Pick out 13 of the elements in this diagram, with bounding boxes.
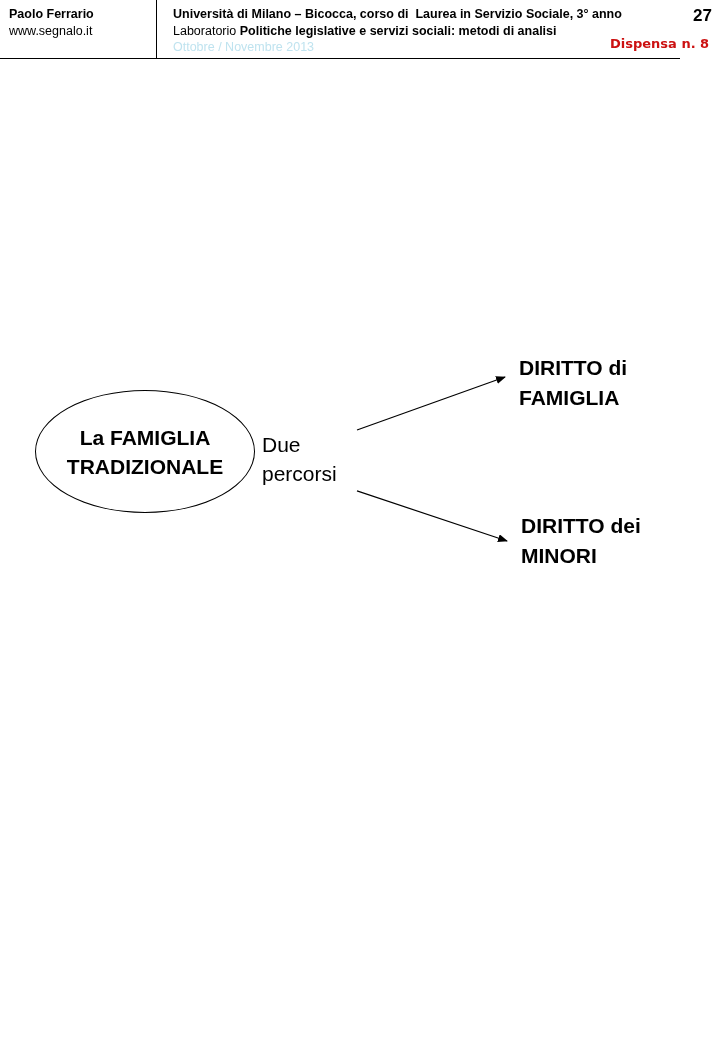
ellipse-node: La FAMIGLIA TRADIZIONALE: [35, 390, 255, 513]
author-name: Paolo Ferrario: [9, 6, 94, 23]
node-label: DIRITTO di FAMIGLIA: [519, 353, 669, 413]
date-text: Ottobre / Novembre 2013: [173, 39, 315, 56]
page-number: 27: [693, 5, 712, 27]
lab-title: Laboratorio Politiche legislative e servizi sociali: metodi di analisi: [173, 23, 557, 40]
node-label: DIRITTO dei MINORI: [521, 511, 671, 571]
edge-label: Due percorsi: [262, 430, 357, 488]
arrow: [356, 376, 506, 431]
handout-number: Dispensa n. 8: [610, 35, 710, 53]
website-text: www.segnalo.it: [9, 23, 93, 40]
course-title: Università di Milano – Bicocca, corso di Laurea in Servizio Sociale, 3° anno: [173, 6, 622, 23]
arrow: [356, 490, 508, 542]
